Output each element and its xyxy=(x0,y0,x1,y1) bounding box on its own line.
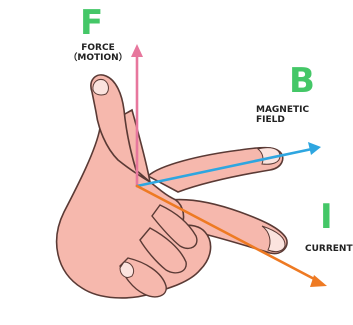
current-letter: I xyxy=(320,200,333,234)
field-letter: B xyxy=(289,64,315,98)
thumb-nail xyxy=(93,79,109,94)
force-letter: F xyxy=(80,6,103,40)
field-label: MAGNETIC FIELD xyxy=(256,106,309,126)
field-arrow-head xyxy=(308,142,321,155)
current-label: CURRENT xyxy=(305,245,353,255)
force-label-line2: （MOTION） xyxy=(62,54,134,64)
field-label-line2: FIELD xyxy=(256,116,309,126)
force-label: FORCE （MOTION） xyxy=(62,44,134,64)
